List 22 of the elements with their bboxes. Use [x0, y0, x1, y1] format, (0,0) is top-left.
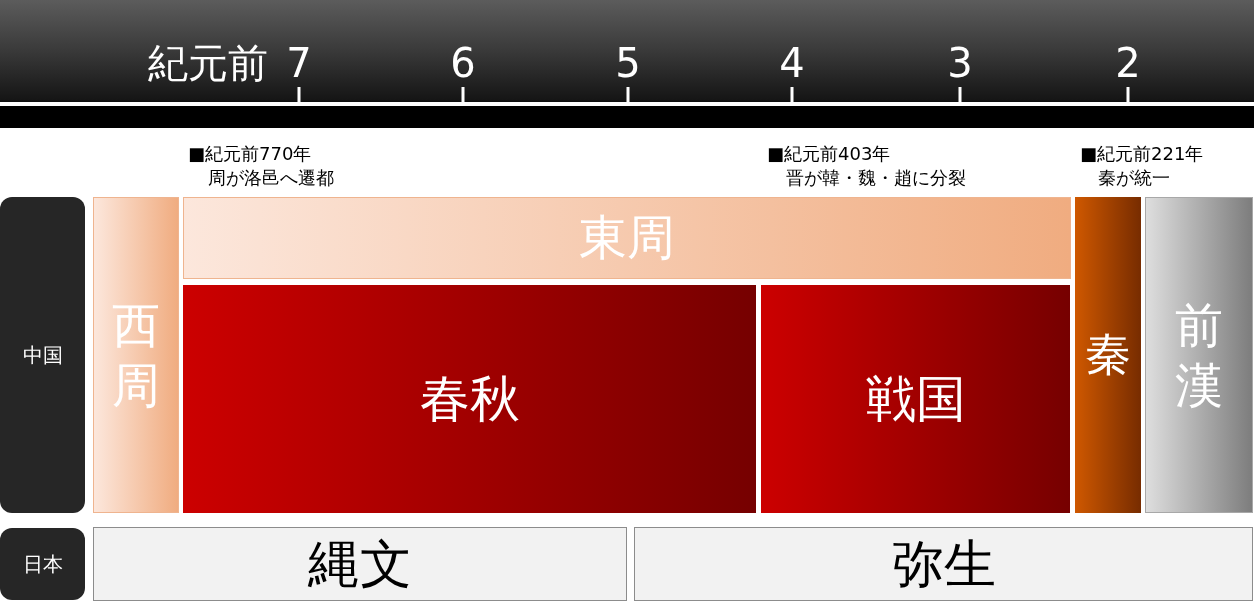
tick-label: 3 — [946, 40, 974, 86]
axis-title: 紀元前 — [148, 40, 269, 86]
period-bar: 前漢 — [1145, 197, 1253, 513]
period-bar: 弥生 — [634, 527, 1253, 601]
period-bar: 東周 — [183, 197, 1071, 279]
row-label: 日本 — [0, 528, 85, 600]
period-bar: 西周 — [93, 197, 179, 513]
period-bar: 縄文 — [93, 527, 627, 601]
tick-label: 7 — [285, 40, 313, 86]
annotation-text: 周が洛邑へ遷都 — [208, 168, 334, 189]
period-bar: 戦国 — [761, 285, 1070, 513]
period-bar: 春秋 — [183, 285, 756, 513]
annotation-text: ■紀元前770年 — [188, 144, 312, 165]
tick-label: 5 — [614, 40, 642, 86]
row-label: 中国 — [0, 197, 85, 513]
tick-label: 2 — [1114, 40, 1142, 86]
tick-label: 6 — [449, 40, 477, 86]
tick-label: 4 — [778, 40, 806, 86]
annotation-text: 秦が統一 — [1098, 168, 1170, 189]
annotation-text: ■紀元前221年 — [1080, 144, 1204, 165]
period-bar: 秦 — [1075, 197, 1141, 513]
annotation-text: ■紀元前403年 — [767, 144, 891, 165]
